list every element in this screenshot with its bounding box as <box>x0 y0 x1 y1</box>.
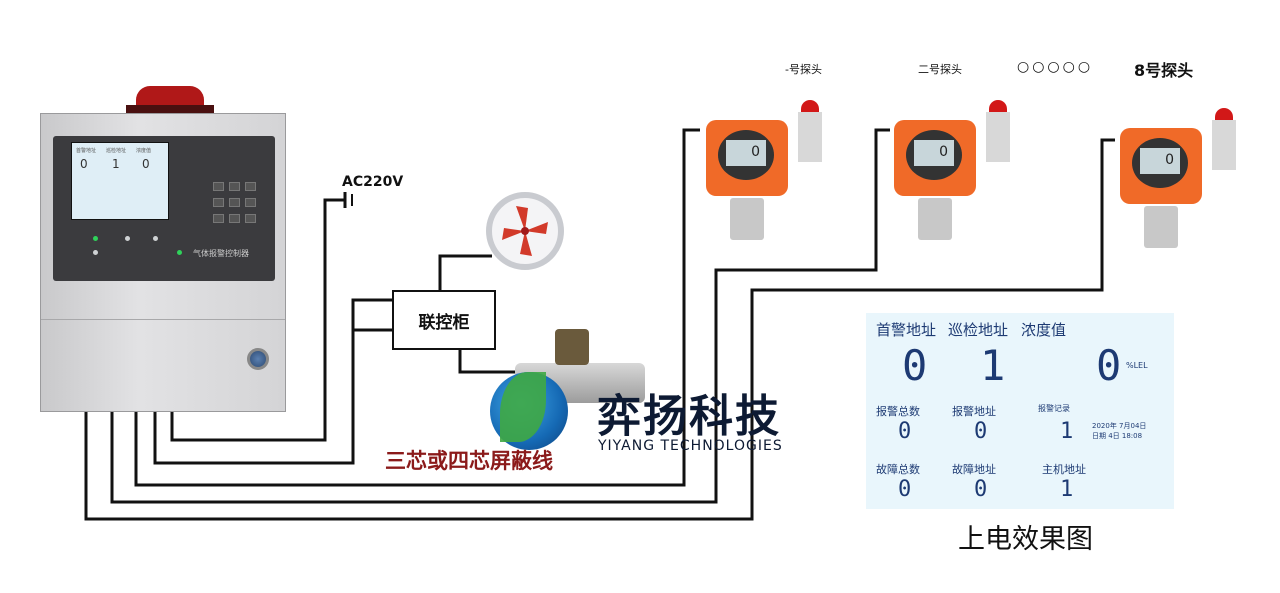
probe-reading: 0 <box>1165 152 1174 168</box>
probe-2-label: 二号探头 <box>918 63 962 76</box>
brand-name: 弈扬科技 <box>597 391 781 442</box>
keypad-key[interactable] <box>213 198 224 207</box>
host-address-value: 1 <box>1060 477 1074 502</box>
probe-1-label: -号探头 <box>785 63 822 76</box>
controller-lcd-v1: 0 <box>80 157 88 171</box>
first-alarm-value: 0 <box>902 341 928 390</box>
gas-probe-8: 0 <box>1114 108 1236 258</box>
power-wire <box>170 198 345 442</box>
alarm-led <box>177 250 182 255</box>
controller-title: 气体报警控制器 <box>193 249 249 258</box>
alarm-lamp-icon <box>989 100 1007 114</box>
gas-probe-2: 0 <box>888 100 1010 250</box>
bus-probe-1 <box>134 128 700 487</box>
concentration-value: 0 <box>1096 341 1122 390</box>
fault-address-label: 故障地址 <box>952 463 996 476</box>
relay-valve-wire <box>458 346 525 374</box>
probe-lcd: 0 <box>914 140 954 166</box>
alarm-address-label: 报警地址 <box>952 405 996 418</box>
fan-blades-icon <box>502 206 548 256</box>
controller-cabinet: 首警地址 巡检地址 浓度值 0 1 0 气体报警控制器 <box>40 113 286 412</box>
cabinet-door: 首警地址 巡检地址 浓度值 0 1 0 气体报警控制器 <box>41 114 285 320</box>
display-caption: 上电效果图 <box>958 524 1093 555</box>
keypad-key[interactable] <box>213 182 224 191</box>
ellipsis-dots: ○○○○○ <box>1017 59 1094 75</box>
keypad-key[interactable] <box>245 198 256 207</box>
header-first-alarm: 首警地址 <box>876 321 937 339</box>
power-on-display: 首警地址 巡检地址 浓度值 0 1 0 %LEL 报警总数 报警地址 报警记录 … <box>866 313 1174 509</box>
probe-lamp-body <box>986 112 1010 162</box>
keypad-key[interactable] <box>213 214 224 223</box>
alarm-address-value: 0 <box>974 419 988 444</box>
power-wire-return <box>153 298 392 465</box>
gas-probe-1: 0 <box>700 100 822 250</box>
siren-base <box>126 105 214 114</box>
run-led <box>93 250 98 255</box>
power-led <box>93 236 98 241</box>
relay-fan-wire <box>438 254 492 290</box>
probe-lamp-body <box>798 112 822 162</box>
probe-lcd: 0 <box>1140 148 1180 174</box>
cable-note: 三芯或四芯屏蔽线 <box>385 449 553 473</box>
patrol-value: 1 <box>980 341 1006 390</box>
datetime-line-2: 日期 4日 18:08 <box>1092 432 1143 440</box>
datetime-line-1: 2020年 7月04日 <box>1092 422 1147 430</box>
alarm-lamp-icon <box>801 100 819 114</box>
controller-lcd-v2: 1 <box>112 157 120 171</box>
alarm-lamp-icon <box>1215 108 1233 122</box>
status-led <box>153 236 158 241</box>
probe-lcd: 0 <box>726 140 766 166</box>
keypad-key[interactable] <box>229 214 240 223</box>
keypad-key[interactable] <box>229 182 240 191</box>
probe-sensor <box>1144 206 1178 248</box>
keypad-key[interactable] <box>245 182 256 191</box>
fault-total-label: 故障总数 <box>876 463 920 476</box>
alarm-record-label: 报警记录 <box>1038 404 1070 413</box>
probe-lamp-body <box>1212 120 1236 170</box>
probe-sensor <box>918 198 952 240</box>
alarm-total-value: 0 <box>898 419 912 444</box>
header-patrol: 巡检地址 <box>948 321 1009 339</box>
keypad-key[interactable] <box>245 214 256 223</box>
valve-coil <box>555 329 589 365</box>
alarm-total-label: 报警总数 <box>876 405 920 418</box>
exhaust-fan <box>486 188 564 270</box>
probe-8-label: 8号探头 <box>1134 61 1194 80</box>
cabinet-lock-button[interactable] <box>247 348 269 370</box>
relay-cabinet: 联控柜 <box>392 290 496 350</box>
bus-probe-8 <box>84 138 1115 521</box>
relay-cabinet-label: 联控柜 <box>418 312 470 333</box>
controller-lcd-first: 首警地址 <box>76 148 97 154</box>
brand-name-en: YIYANG TECHNOLOGIES <box>598 438 783 454</box>
controller-lcd: 首警地址 巡检地址 浓度值 0 1 0 <box>71 142 169 220</box>
probe-reading: 0 <box>939 144 948 160</box>
controller-lcd-patrol: 巡检地址 <box>106 148 127 154</box>
status-led <box>125 236 130 241</box>
fault-total-value: 0 <box>898 477 912 502</box>
power-label: AC220V <box>342 174 404 190</box>
probe-reading: 0 <box>751 144 760 160</box>
controller-lcd-v3: 0 <box>142 157 150 171</box>
controller-lcd-conc: 浓度值 <box>136 148 152 154</box>
keypad-key[interactable] <box>229 198 240 207</box>
alarm-record-value: 1 <box>1060 419 1074 444</box>
probe-sensor <box>730 198 764 240</box>
header-concentration: 浓度值 <box>1021 321 1067 339</box>
concentration-unit: %LEL <box>1126 361 1148 370</box>
host-address-label: 主机地址 <box>1042 463 1086 476</box>
bus-probe-2 <box>110 128 890 504</box>
controller-panel: 首警地址 巡检地址 浓度值 0 1 0 气体报警控制器 <box>53 136 275 281</box>
fault-address-value: 0 <box>974 477 988 502</box>
